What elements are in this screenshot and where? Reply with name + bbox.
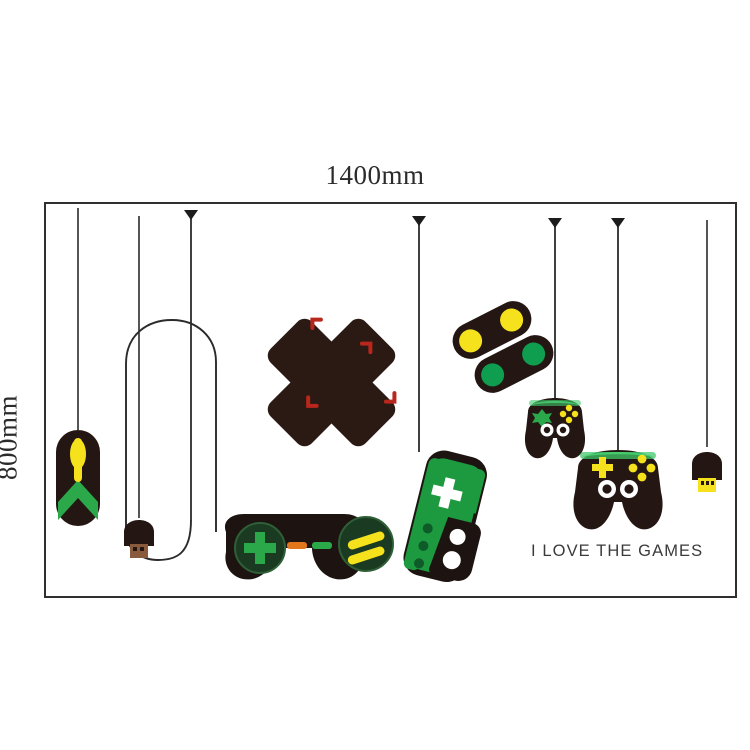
- item-controller-large: [573, 450, 663, 530]
- nail-head-cable: [184, 210, 198, 220]
- nail-heads: [184, 210, 625, 228]
- item-computer-mouse: [56, 430, 100, 526]
- item-retro-gamepad: [224, 514, 394, 580]
- height-dimension-label: 800mm: [0, 395, 23, 481]
- item-usb-connector-right: [692, 452, 722, 492]
- item-usb-connector-left: [124, 520, 154, 558]
- gamepad-cable-visible: [125, 319, 217, 561]
- nail-head-controller-small: [548, 218, 562, 228]
- nail-head-handheld: [412, 216, 426, 226]
- hanging-strings: [77, 208, 708, 520]
- item-handheld-remote: [403, 450, 487, 583]
- nail-head-controller-large: [611, 218, 625, 228]
- item-joycon-bars: [452, 301, 554, 393]
- item-controller-small: [524, 398, 586, 459]
- item-dpad-cross: [267, 317, 397, 447]
- width-dimension-label: 1400mm: [325, 160, 425, 190]
- decal-artwork: [56, 208, 722, 583]
- tagline-text: I LOVE THE GAMES: [531, 542, 704, 560]
